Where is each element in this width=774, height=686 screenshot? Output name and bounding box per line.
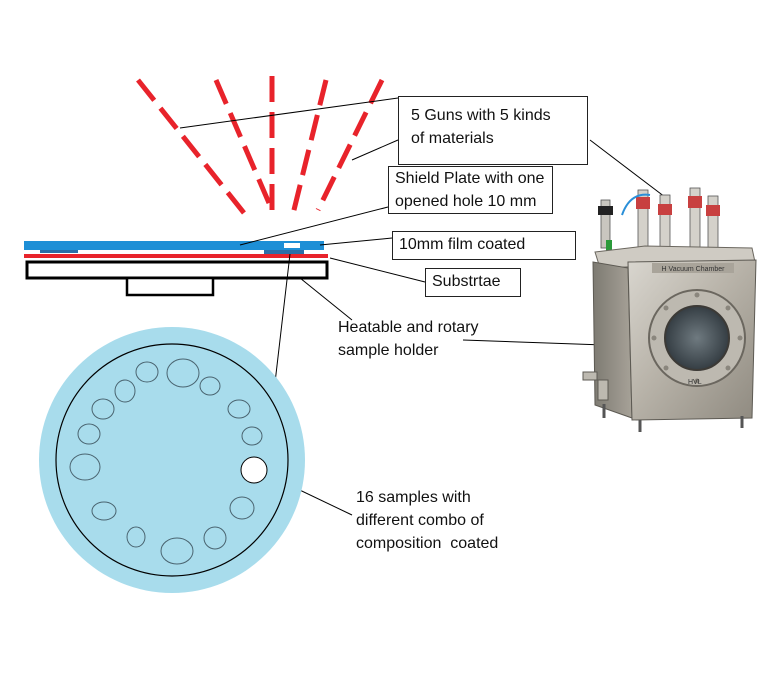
shield-plate-label: Shield Plate with one opened hole 10 mm [388, 166, 554, 214]
guns-leader-3 [589, 139, 666, 198]
sample-spot [126, 526, 146, 548]
sample-spot [199, 376, 221, 396]
sample-spot [203, 526, 227, 550]
chamber-nameplate-text: H Vacuum Chamber [662, 266, 726, 273]
film-leader [319, 237, 393, 246]
shield-label-line-1: Shield Plate with one [395, 170, 545, 187]
sample-spot [229, 496, 255, 520]
shield-plate [24, 241, 324, 250]
holder-label-line-1: Heatable and rotary [338, 319, 479, 336]
holder-stem [125, 276, 215, 297]
shield-hole-gap [284, 243, 300, 248]
sample-spot [166, 358, 200, 388]
substrate-leader [329, 257, 426, 283]
chamber-guns [598, 187, 720, 252]
cross-section [24, 241, 329, 297]
samples-label-line-2: different combo of [356, 512, 484, 529]
substrate-label: Substrtae [425, 268, 521, 297]
wafer [39, 327, 305, 593]
sample-spot-active [240, 456, 268, 484]
chamber-legs [602, 404, 744, 432]
samples-label-line-1: 16 samples with [356, 489, 471, 506]
sample-spot [160, 537, 194, 565]
flange-bolts [651, 292, 743, 384]
guns-label: 5 Guns with 5 kinds of materials [398, 96, 588, 165]
shield-leader [239, 206, 389, 246]
film-edge [40, 250, 78, 253]
film-label: 10mm film coated [392, 231, 576, 260]
beam-2 [213, 79, 275, 211]
sample-holder-label: Heatable and rotary sample holder [338, 316, 479, 362]
sample-spot [91, 398, 115, 420]
beam-5 [315, 78, 385, 212]
sample-spot [69, 453, 101, 481]
wafer-inner-ring [55, 343, 289, 577]
sample-spot [114, 379, 136, 403]
chamber-ports [582, 371, 609, 401]
leader-lines [179, 97, 691, 516]
guns-leader-1 [179, 97, 399, 129]
sample-spot [135, 361, 159, 383]
sample-holder [25, 260, 329, 280]
sputter-beams [136, 76, 385, 220]
holder-label-line-2: sample holder [338, 342, 439, 359]
guns-label-line-2: of materials [411, 130, 494, 147]
sample-spots [69, 358, 268, 565]
holder-leader-1 [299, 277, 353, 321]
sample-spot [241, 426, 263, 446]
samples-label: 16 samples with different combo of compo… [356, 486, 498, 555]
chamber-nameplate [652, 263, 734, 273]
film-deposit [264, 250, 304, 254]
sample-spot [91, 501, 117, 521]
beam-4 [289, 79, 329, 219]
sample-spot [227, 399, 251, 419]
wafer-disc [39, 327, 305, 593]
samples-label-line-3: composition coated [356, 535, 499, 552]
shield-label-line-2: opened hole 10 mm [395, 193, 537, 210]
guns-label-line-1: 5 Guns with 5 kinds [411, 107, 551, 124]
chamber-side-text: HVL [688, 379, 702, 386]
guns-leader-2 [351, 139, 399, 161]
chamber-window [664, 305, 730, 371]
beam-1 [136, 78, 250, 220]
sample-spot [77, 423, 101, 445]
vacuum-chamber-photo: H Vacuum Chamber HVL [582, 187, 757, 432]
